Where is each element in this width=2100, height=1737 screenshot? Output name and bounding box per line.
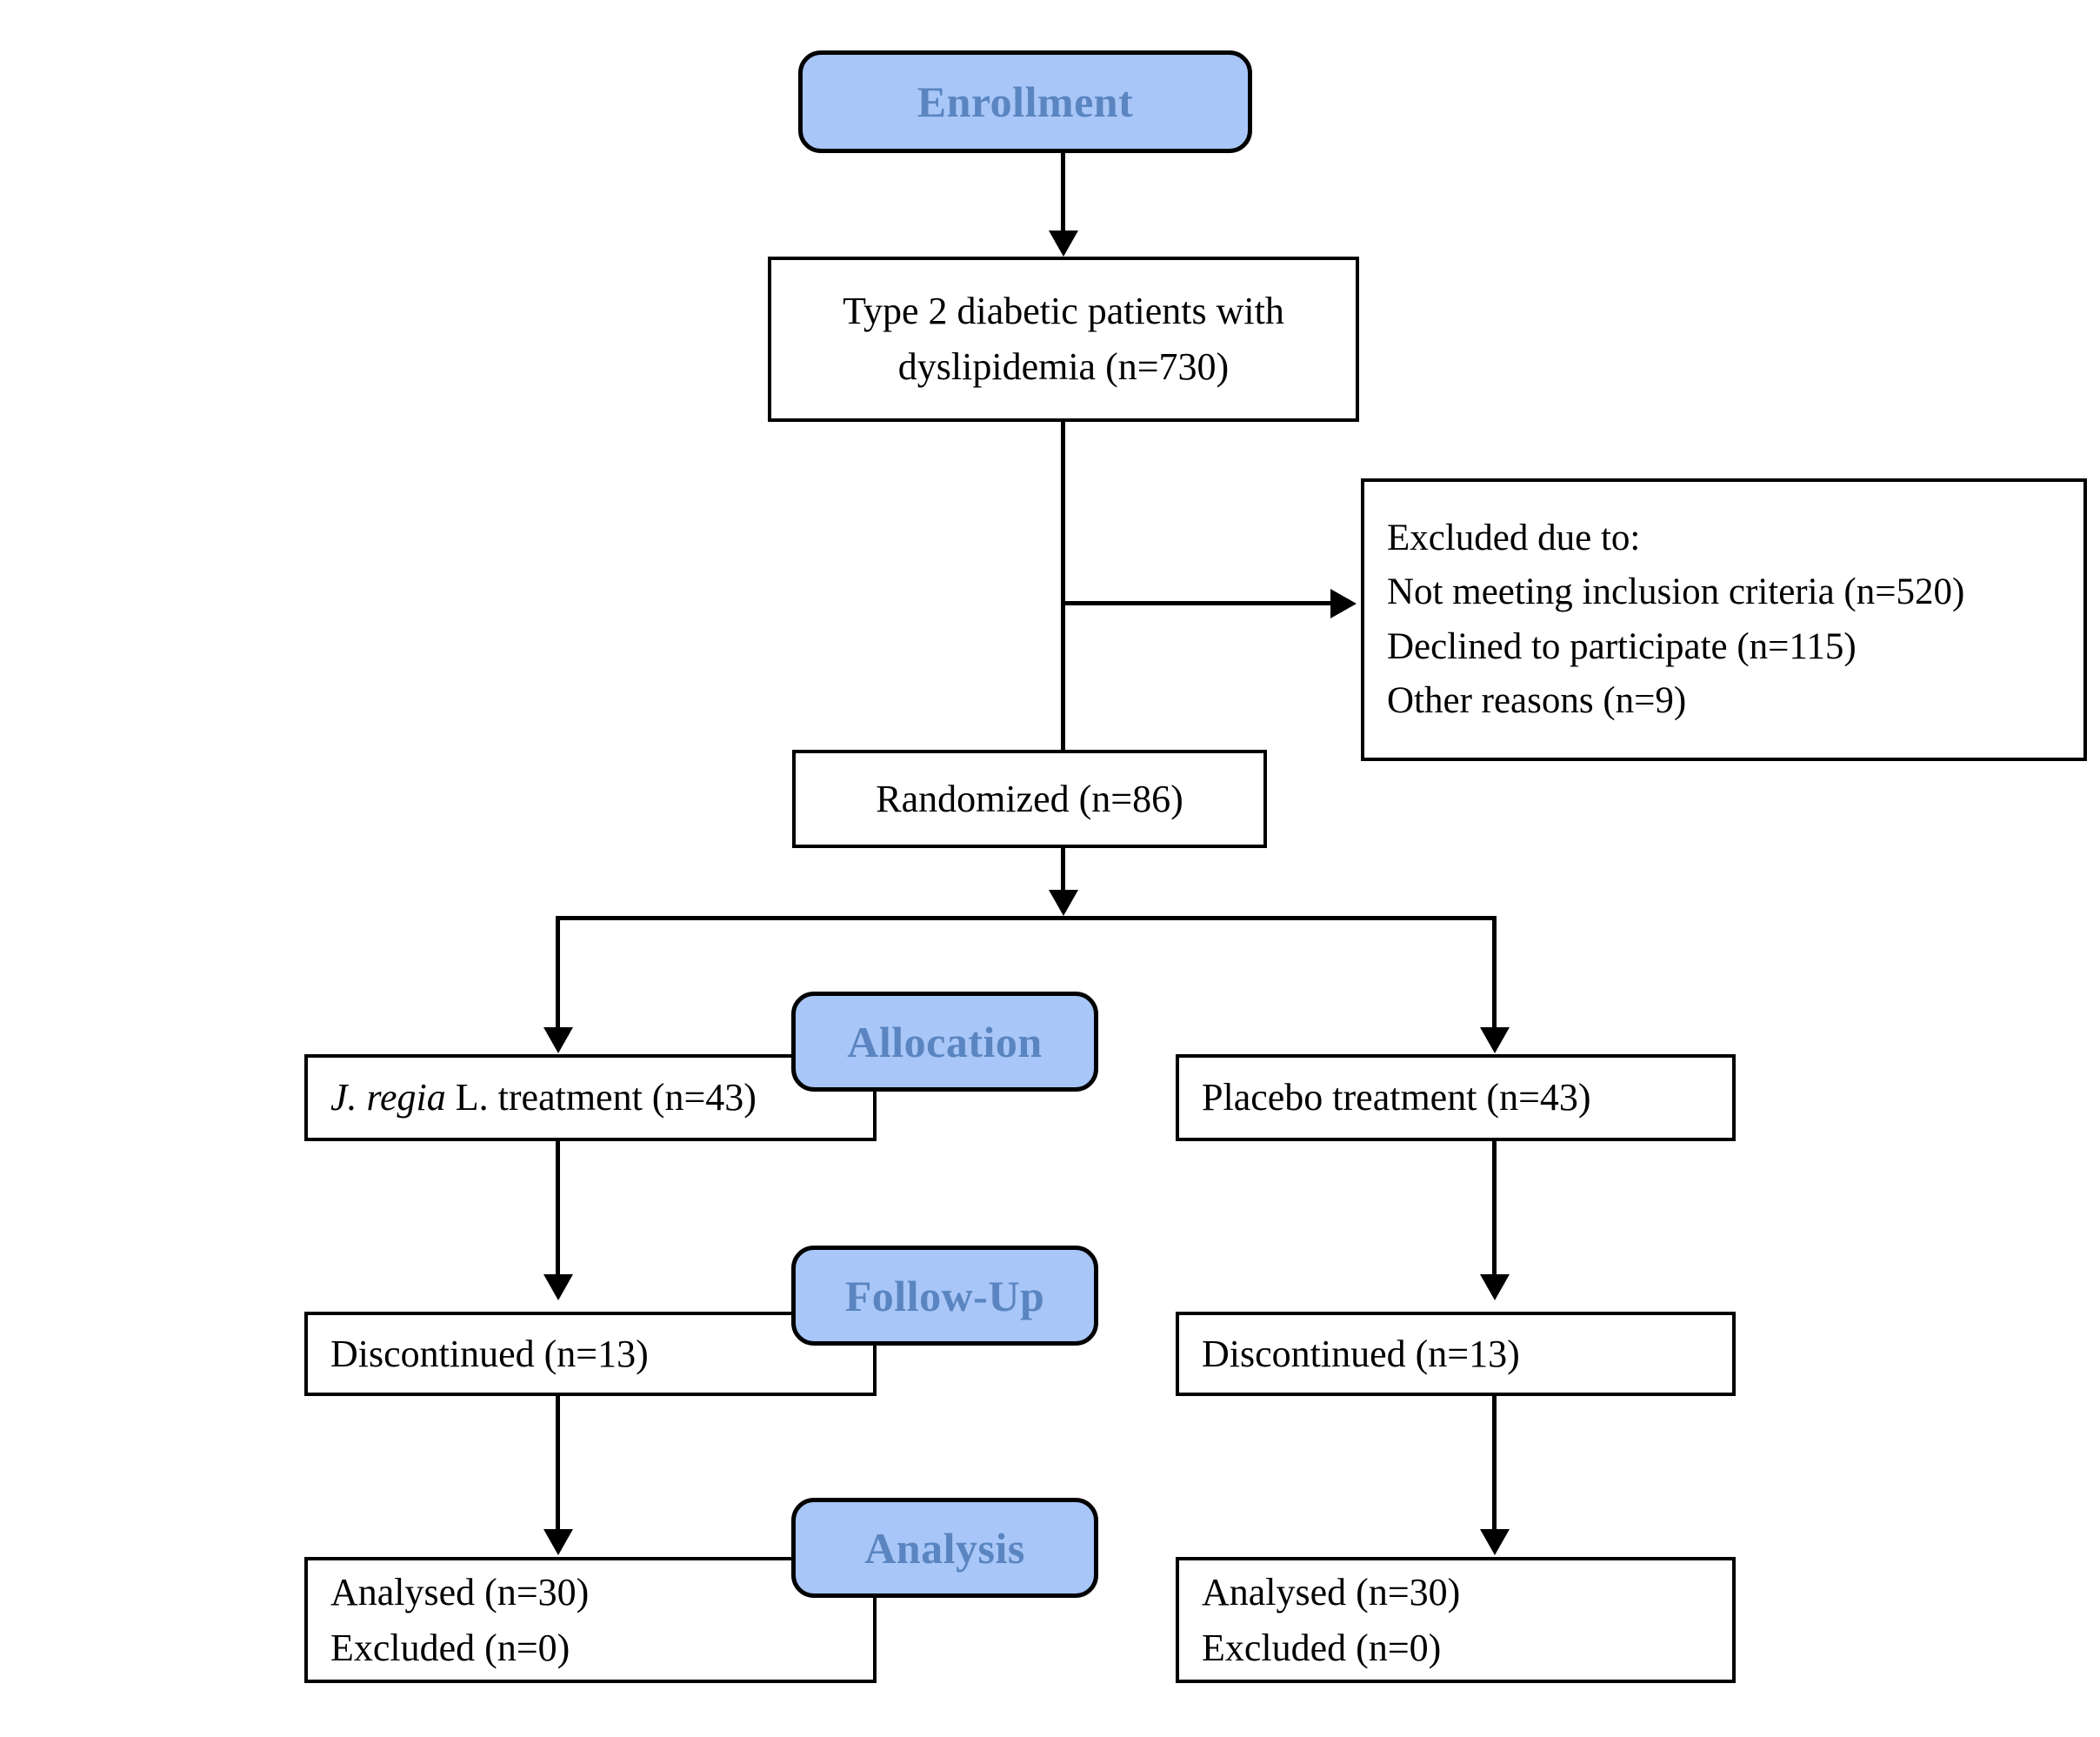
connector-alloc-left-to-followup bbox=[556, 1141, 560, 1276]
node-analysis-left: Analysed (n=30) Excluded (n=0) bbox=[304, 1557, 877, 1683]
arrowhead-split-left-down bbox=[543, 1027, 573, 1053]
node-followup-right: Discontinued (n=13) bbox=[1176, 1312, 1736, 1396]
arrowhead-trunk-to-excluded bbox=[1330, 589, 1357, 618]
connector-trunk-to-excluded bbox=[1061, 601, 1332, 605]
arrowhead-followup-left-to-analysis bbox=[543, 1529, 573, 1555]
node-allocation-right: Placebo treatment (n=43) bbox=[1176, 1054, 1736, 1141]
connector-followup-left-to-analysis bbox=[556, 1396, 560, 1531]
connector-split-bus bbox=[556, 916, 1497, 920]
node-allocation-left-rest: L. treatment (n=43) bbox=[445, 1076, 757, 1119]
node-allocation-left-line-1: J. regia L. treatment (n=43) bbox=[330, 1070, 757, 1126]
connector-screened-to-randomized bbox=[1061, 422, 1065, 751]
arrowhead-split-right-down bbox=[1480, 1027, 1510, 1053]
node-analysis-right-line-1: Analysed (n=30) bbox=[1202, 1570, 1461, 1613]
node-analysis-right: Analysed (n=30) Excluded (n=0) bbox=[1176, 1557, 1736, 1683]
node-randomized-line-1: Randomized (n=86) bbox=[876, 777, 1183, 820]
stage-badge-analysis: Analysis bbox=[791, 1498, 1098, 1598]
stage-badge-followup: Follow-Up bbox=[791, 1246, 1098, 1346]
node-followup-right-line-1: Discontinued (n=13) bbox=[1202, 1332, 1520, 1375]
node-followup-left-line-1: Discontinued (n=13) bbox=[330, 1332, 649, 1375]
node-excluded-line-4: Other reasons (n=9) bbox=[1387, 679, 1687, 721]
node-excluded-line-3: Declined to participate (n=115) bbox=[1387, 625, 1857, 667]
stage-badge-followup-label: Follow-Up bbox=[844, 1271, 1045, 1320]
arrowhead-enrollment-to-screened bbox=[1049, 230, 1078, 257]
stage-badge-allocation: Allocation bbox=[791, 992, 1098, 1092]
node-randomized: Randomized (n=86) bbox=[792, 750, 1267, 848]
node-allocation-left: J. regia L. treatment (n=43) bbox=[304, 1054, 877, 1141]
node-analysis-left-line-2: Excluded (n=0) bbox=[330, 1626, 570, 1669]
connector-alloc-right-to-followup bbox=[1492, 1141, 1497, 1276]
node-screened: Type 2 diabetic patients with dyslipidem… bbox=[768, 257, 1359, 422]
connector-enrollment-to-screened bbox=[1061, 153, 1065, 236]
stage-badge-enrollment: Enrollment bbox=[798, 50, 1252, 153]
node-screened-line-2: dyslipidemia (n=730) bbox=[897, 345, 1230, 388]
node-screened-line-1: Type 2 diabetic patients with bbox=[843, 290, 1284, 333]
node-analysis-right-line-2: Excluded (n=0) bbox=[1202, 1626, 1442, 1669]
species-name-italic: J. regia bbox=[330, 1076, 446, 1119]
arrowhead-randomized-down bbox=[1049, 890, 1078, 916]
node-excluded: Excluded due to: Not meeting inclusion c… bbox=[1361, 478, 2087, 761]
arrowhead-followup-right-to-analysis bbox=[1480, 1529, 1510, 1555]
connector-split-left-down bbox=[556, 916, 560, 1029]
arrowhead-alloc-left-to-followup bbox=[543, 1274, 573, 1300]
stage-badge-enrollment-label: Enrollment bbox=[917, 77, 1134, 126]
node-excluded-line-1: Excluded due to: bbox=[1387, 517, 1641, 558]
arrowhead-alloc-right-to-followup bbox=[1480, 1274, 1510, 1300]
node-followup-left: Discontinued (n=13) bbox=[304, 1312, 877, 1396]
stage-badge-analysis-label: Analysis bbox=[864, 1523, 1025, 1573]
connector-followup-right-to-analysis bbox=[1492, 1396, 1497, 1531]
connector-randomized-down bbox=[1061, 848, 1065, 892]
connector-split-right-down bbox=[1492, 916, 1497, 1029]
node-allocation-right-line-1: Placebo treatment (n=43) bbox=[1202, 1076, 1591, 1119]
node-excluded-line-2: Not meeting inclusion criteria (n=520) bbox=[1387, 571, 1965, 613]
node-analysis-left-line-1: Analysed (n=30) bbox=[330, 1570, 590, 1613]
stage-badge-allocation-label: Allocation bbox=[847, 1017, 1043, 1066]
